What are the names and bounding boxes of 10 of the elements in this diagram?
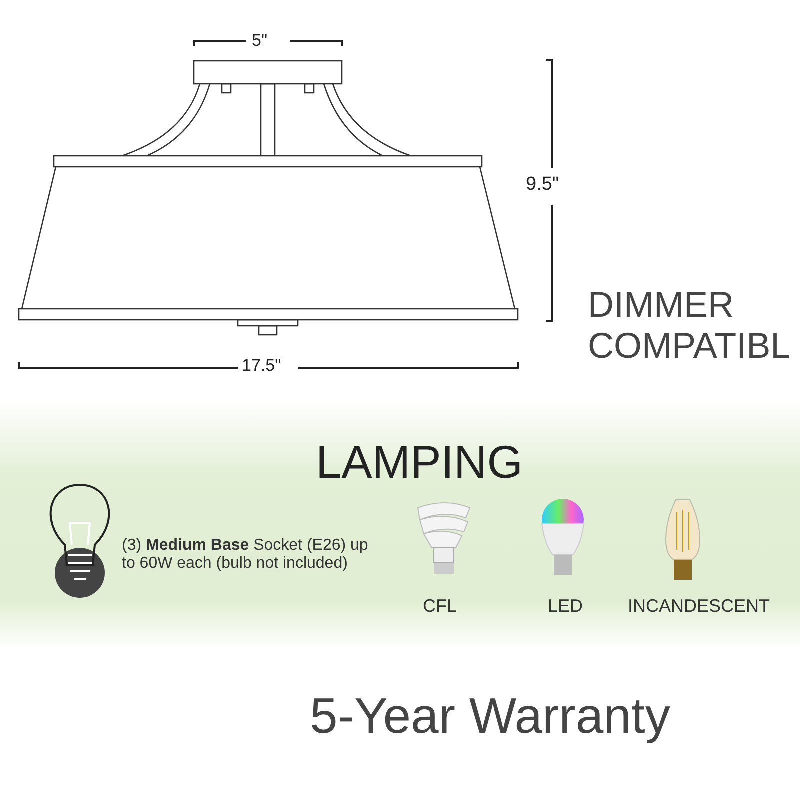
bulb-type-label: CFL: [423, 596, 458, 617]
dimension-label: 9.5": [526, 174, 560, 196]
dimension-label: 17.5": [242, 356, 282, 376]
bulb-type-label: LED: [548, 596, 584, 617]
warranty-text: 5-Year Warranty: [310, 688, 670, 746]
feature-text: DIMMER COMPATIBL: [588, 284, 792, 367]
socket-description: (3) Medium Base Socket (E26) up to 60W each (bulb not included): [122, 537, 370, 574]
dimension-label: 5": [252, 31, 268, 51]
bulb-type-label: INCANDESCENT: [628, 596, 770, 617]
section-heading: LAMPING: [316, 436, 524, 489]
